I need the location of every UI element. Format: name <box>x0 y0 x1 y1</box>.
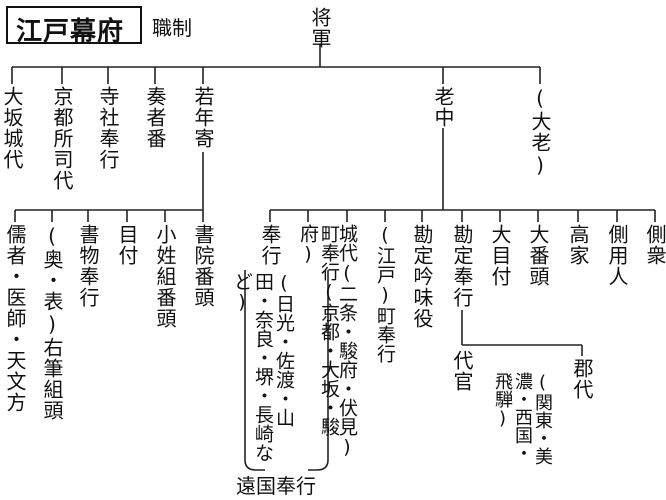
node-jisha-bugyo: 寺社奉行 <box>96 86 120 170</box>
node-wakadoshiyori: 若年寄 <box>191 86 215 149</box>
node-ongoku-locations: (日光・佐渡・山田・奈良・堺・長崎など) <box>231 272 295 462</box>
node-oban-gashira: 大番頭 <box>526 224 550 287</box>
node-kanjo-ginmiyaku: 勘定吟味役 <box>410 224 434 329</box>
node-edo-machi-bugyo: (江戸)町奉行 <box>374 224 396 363</box>
node-jodai: 城代(二条・駿府・伏見) <box>336 224 358 458</box>
chart-subtitle: 職制 <box>152 16 192 40</box>
node-bugyo: 奉行 <box>258 224 282 266</box>
node-gundai-regions: (関東・美濃・西国・飛騨) <box>492 372 553 465</box>
ongoku-right-bracket <box>308 270 329 471</box>
node-tairo: (大老) <box>528 86 552 178</box>
node-sojaban: 奏者番 <box>143 86 167 149</box>
node-kosho-gumi-bangashira: 小姓組番頭 <box>153 224 177 329</box>
node-kanjo-bugyo: 勘定奉行 <box>450 224 474 308</box>
node-shoin-bangashira: 書院番頭 <box>191 224 215 308</box>
node-ongoku-bugyo: 遠国奉行 <box>236 474 316 498</box>
node-ometsuke: 大目付 <box>488 224 512 287</box>
node-daikan: 代官 <box>450 350 474 392</box>
node-shomotsu-bugyo: 書物奉行 <box>76 224 100 308</box>
node-shogun: 将軍 <box>308 7 332 49</box>
node-koke: 高家 <box>566 224 590 266</box>
title-box: 江戸幕府 <box>6 6 142 47</box>
node-roju: 老中 <box>431 86 455 128</box>
node-metsuke: 目付 <box>115 224 139 266</box>
node-sobashu: 側衆 <box>643 224 666 266</box>
ongoku-left-bracket <box>244 270 265 471</box>
node-osaka-jodai: 大坂城代 <box>0 86 24 170</box>
node-jusha-ishi-tenmonkata: 儒者・医師・天文方 <box>3 224 27 413</box>
node-yuhitsu-kumigashira: (奥・表)右筆組頭 <box>40 224 64 421</box>
node-gundai: 郡代 <box>570 358 594 400</box>
node-machi-bugyo-ongoku: 町奉行(京都・大坂・駿府) <box>297 224 340 436</box>
chart-title: 江戸幕府 <box>16 17 125 47</box>
node-kyoto-shoshidai: 京都所司代 <box>50 86 74 191</box>
node-sobayonin: 側用人 <box>605 224 629 287</box>
